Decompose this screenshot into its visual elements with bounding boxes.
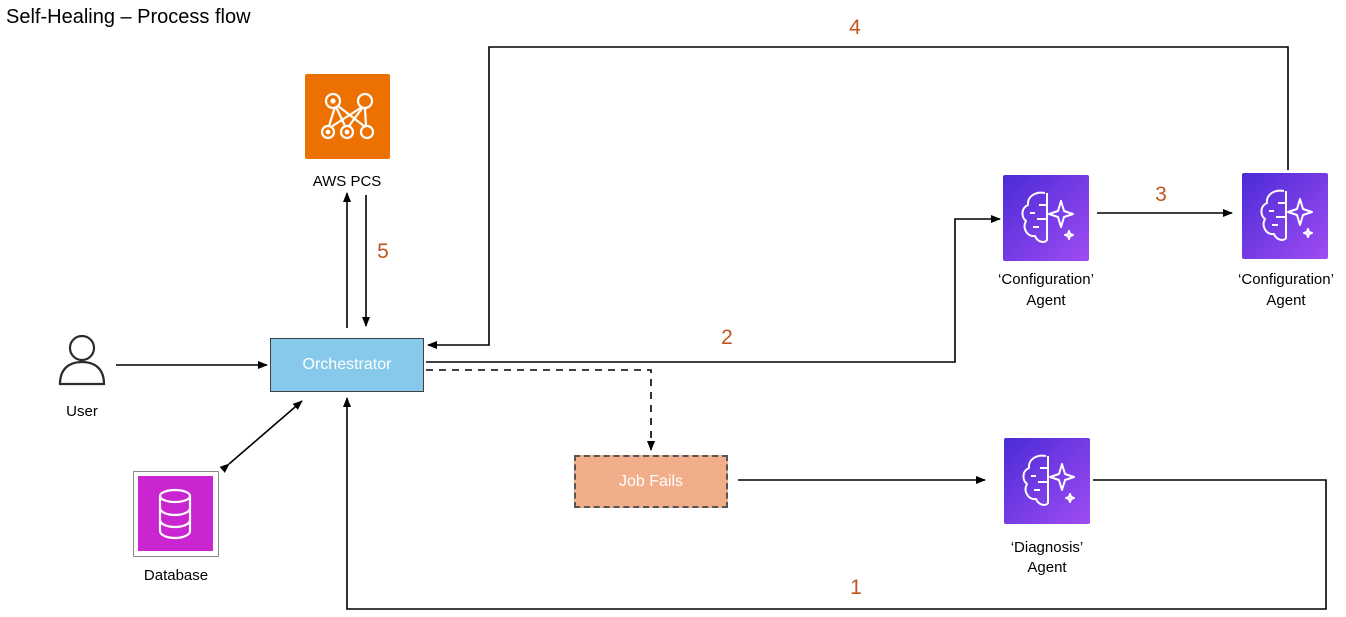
agent-brain-icon bbox=[1022, 454, 1075, 506]
user-label: User bbox=[66, 403, 98, 420]
job-fails-node: Job Fails bbox=[574, 455, 728, 508]
step-3-label: 3 bbox=[1155, 183, 1167, 206]
arrow-orchestrator-to-jobfails bbox=[426, 369, 655, 451]
aws-pcs-node bbox=[305, 74, 390, 159]
agent-brain-icon bbox=[1021, 191, 1074, 243]
step-2-label: 2 bbox=[721, 326, 733, 349]
aws-pcs-label: AWS PCS bbox=[312, 173, 382, 190]
arrow-step-4 bbox=[427, 46, 1289, 349]
config-agent-2-node bbox=[1242, 173, 1328, 259]
database-icon bbox=[158, 488, 192, 540]
agent-brain-icon bbox=[1260, 189, 1313, 241]
config-agent-2-label-line2: Agent bbox=[1266, 292, 1306, 309]
step-1-label: 1 bbox=[850, 576, 862, 599]
page-title: Self-Healing – Process flow bbox=[6, 6, 251, 28]
config-agent-1-label-line1: ‘Configuration’ bbox=[998, 271, 1094, 288]
config-agent-2-label-line1: ‘Configuration’ bbox=[1238, 271, 1334, 288]
orchestrator-node: Orchestrator bbox=[270, 338, 424, 392]
diagnosis-agent-label-line2: Agent bbox=[1027, 559, 1067, 576]
step-5-label: 5 bbox=[377, 240, 389, 263]
config-agent-1-node bbox=[1003, 175, 1089, 261]
database-label: Database bbox=[143, 567, 209, 584]
step-4-label: 4 bbox=[849, 16, 861, 39]
arrow-database-orchestrator bbox=[219, 400, 303, 473]
user-icon bbox=[58, 334, 106, 386]
database-frame bbox=[133, 471, 219, 557]
database-node bbox=[138, 476, 213, 551]
config-agent-1-label-line2: Agent bbox=[1026, 292, 1066, 309]
arrow-step-2 bbox=[426, 215, 1001, 363]
diagnosis-agent-label-line1: ‘Diagnosis’ bbox=[1010, 539, 1084, 556]
diagnosis-agent-node bbox=[1004, 438, 1090, 524]
arrow-step-1 bbox=[343, 397, 1327, 610]
neural-network-icon bbox=[320, 92, 375, 140]
